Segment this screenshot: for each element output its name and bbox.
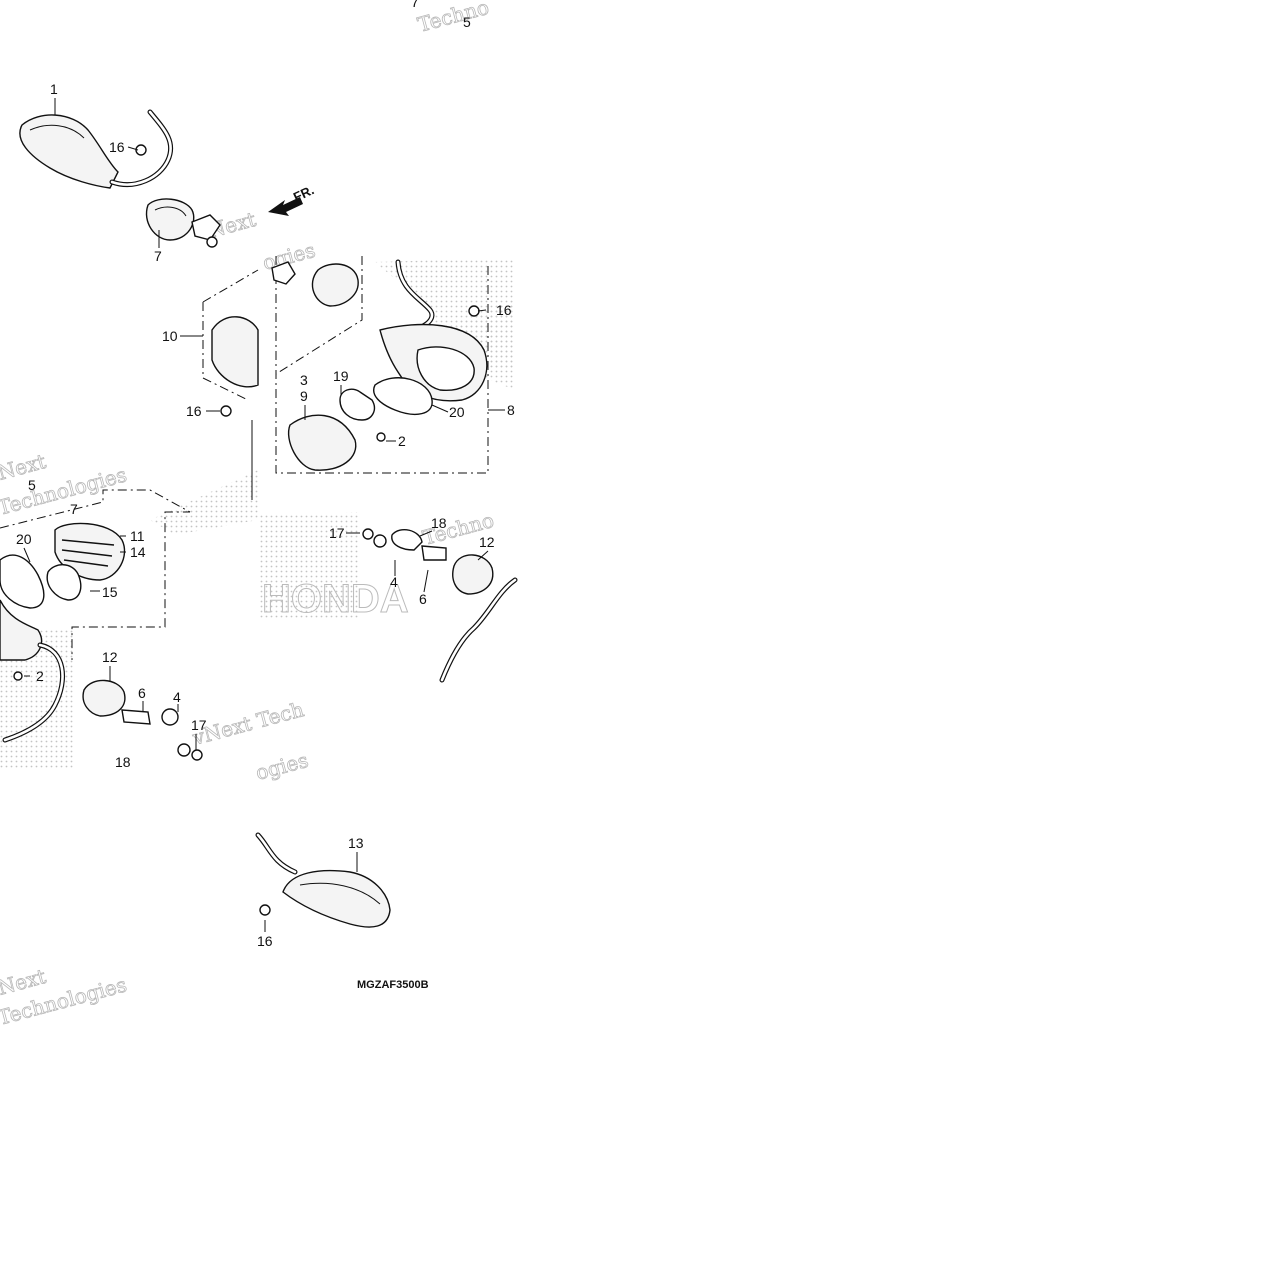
callout-12: 12 <box>479 534 495 550</box>
callout-17: 17 <box>329 525 345 541</box>
callout-5: 5 <box>28 477 36 493</box>
callout-18: 18 <box>115 754 131 770</box>
callout-14: 14 <box>130 544 146 560</box>
callout-16: 16 <box>496 302 512 318</box>
callout-15: 15 <box>102 584 118 600</box>
callout-18: 18 <box>431 515 447 531</box>
callout-1: 1 <box>50 81 58 97</box>
callout-4: 4 <box>173 689 181 705</box>
brand-watermark: HONDA <box>262 577 409 621</box>
callout-10: 10 <box>162 328 178 344</box>
socket-assembly-right <box>362 528 518 683</box>
callout-2: 2 <box>36 668 44 684</box>
watermark-text: Next <box>0 449 48 485</box>
callouts: 7 5 1 16 7 10 16 3 9 19 20 8 2 16 5 7 11… <box>16 0 515 949</box>
callout-16: 16 <box>109 139 125 155</box>
front-arrow-label: FR. <box>291 182 316 204</box>
callout-3: 3 <box>300 372 308 388</box>
callout-16: 16 <box>186 403 202 419</box>
socket-assembly-top <box>145 198 221 248</box>
front-winker-right-group <box>271 256 489 474</box>
callout-20: 20 <box>449 404 465 420</box>
callout-19: 19 <box>333 368 349 384</box>
front-direction-arrow: FR. <box>268 182 316 216</box>
callout-12: 12 <box>102 649 118 665</box>
front-winker-left <box>19 109 174 189</box>
callout-5: 5 <box>463 14 471 30</box>
callout-17: 17 <box>191 717 207 733</box>
watermark-text: ogies <box>253 748 311 785</box>
callout-9: 9 <box>300 388 308 404</box>
socket-assembly-lower-left <box>82 679 203 761</box>
callout-2: 2 <box>398 433 406 449</box>
leader-lines <box>23 98 505 932</box>
callout-16: 16 <box>257 933 273 949</box>
callout-8: 8 <box>507 402 515 418</box>
callout-6: 6 <box>138 685 146 701</box>
callout-7: 7 <box>154 248 162 264</box>
rear-winker-right <box>255 832 391 928</box>
callout-7: 7 <box>411 0 419 10</box>
screw-icon <box>135 144 147 156</box>
callout-7: 7 <box>70 501 78 517</box>
callout-13: 13 <box>348 835 364 851</box>
diagram-code: MGZAF3500B <box>357 979 429 991</box>
callout-11: 11 <box>130 528 145 544</box>
callout-6: 6 <box>419 591 427 607</box>
callout-4: 4 <box>390 574 398 590</box>
callout-20: 20 <box>16 531 32 547</box>
rear-winker-group <box>202 269 259 500</box>
rear-lens-group <box>0 489 191 743</box>
watermark-text: Techno <box>415 0 491 37</box>
watermark-text: vNext Tech <box>189 697 306 750</box>
